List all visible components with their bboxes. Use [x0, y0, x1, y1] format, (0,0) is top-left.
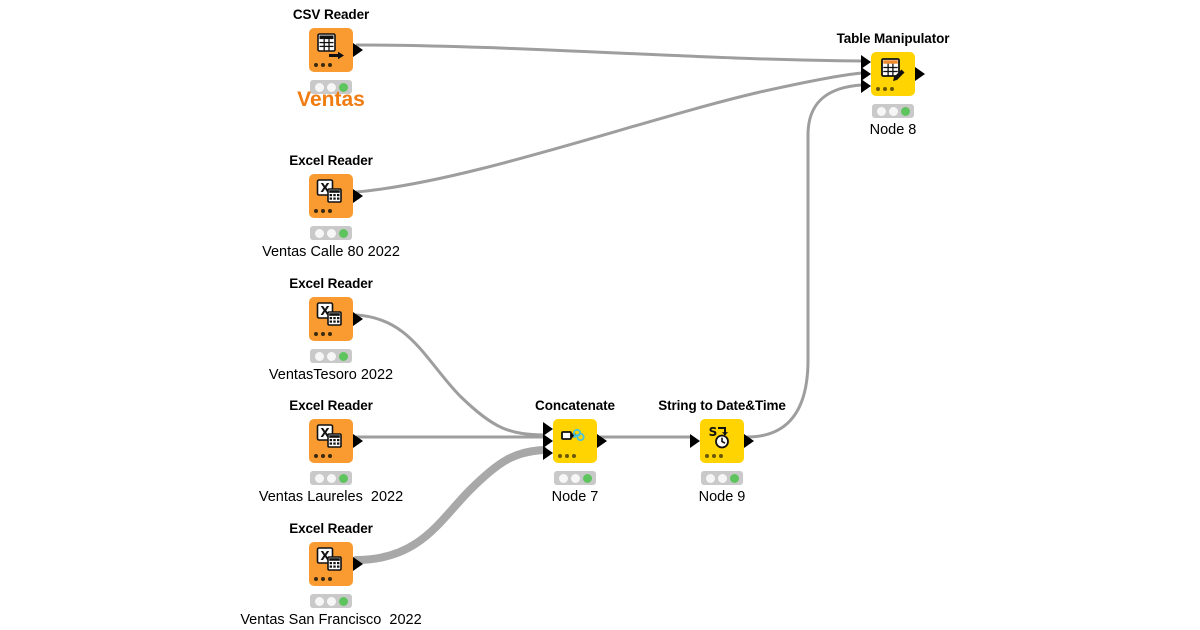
node-name-label: Ventas San Francisco 2022 [240, 612, 422, 628]
status-indicator [872, 104, 914, 118]
output-port-1[interactable] [353, 189, 363, 203]
string-to-datetime-icon: S [709, 425, 729, 449]
output-port-1[interactable] [353, 557, 363, 571]
node-title: Table Manipulator [836, 31, 950, 46]
node-title: CSV Reader [292, 7, 370, 22]
connection-csv-reader-to-table-manipulator [355, 43, 863, 63]
output-port-1[interactable] [597, 434, 607, 448]
node-name-label: VentasTesoro 2022 [268, 367, 394, 383]
node-options-dots [314, 332, 332, 336]
status-indicator [310, 349, 352, 363]
svg-text:X: X [320, 549, 330, 563]
output-port-1[interactable] [915, 67, 925, 81]
node-body[interactable] [871, 52, 915, 96]
node-body[interactable]: X [309, 419, 353, 463]
svg-text:X: X [320, 181, 330, 195]
input-port-3[interactable] [861, 79, 871, 93]
excel-reader-icon: X [316, 424, 342, 448]
status-indicator [310, 471, 352, 485]
status-indicator [310, 226, 352, 240]
excel-reader-icon: X [316, 179, 342, 203]
output-port-1[interactable] [744, 434, 754, 448]
node-options-dots [876, 87, 894, 91]
node-title: Excel Reader [289, 276, 373, 291]
status-indicator [701, 471, 743, 485]
node-title: String to Date&Time [658, 398, 786, 413]
connection-string-to-datetime-to-table-manipulator [746, 83, 863, 439]
status-indicator [554, 471, 596, 485]
status-indicator [310, 80, 352, 94]
node-options-dots [558, 454, 576, 458]
svg-text:X: X [320, 304, 330, 318]
node-name-label: Node 8 [869, 122, 917, 138]
table-manipulator-icon [881, 58, 905, 81]
output-port-1[interactable] [353, 43, 363, 57]
node-body[interactable]: X [309, 297, 353, 341]
node-body[interactable] [553, 419, 597, 463]
node-title: Excel Reader [289, 153, 373, 168]
node-title: Excel Reader [289, 398, 373, 413]
node-body[interactable]: X [309, 174, 353, 218]
node-title: Concatenate [535, 398, 615, 413]
node-name-label: Ventas Laureles 2022 [258, 489, 404, 505]
excel-reader-icon: X [316, 547, 342, 571]
node-name-label: Ventas Calle 80 2022 [262, 244, 400, 260]
node-options-dots [705, 454, 723, 458]
node-options-dots [314, 454, 332, 458]
input-port-2[interactable] [543, 434, 553, 448]
node-annotation-label: Ventas [297, 88, 365, 111]
svg-text:S: S [709, 425, 718, 439]
input-port-1[interactable] [861, 55, 871, 69]
node-body[interactable] [309, 28, 353, 72]
output-port-1[interactable] [353, 312, 363, 326]
node-options-dots [314, 577, 332, 581]
node-options-dots [314, 209, 332, 213]
input-port-3[interactable] [543, 446, 553, 460]
status-indicator [310, 594, 352, 608]
input-port-1[interactable] [543, 422, 553, 436]
input-port-2[interactable] [861, 67, 871, 81]
node-options-dots [314, 63, 332, 67]
node-body[interactable]: S [700, 419, 744, 463]
svg-text:X: X [320, 426, 330, 440]
concatenate-icon [561, 428, 585, 442]
excel-reader-icon: X [316, 302, 342, 326]
output-port-1[interactable] [353, 434, 363, 448]
connection-excel-sanfrancisco-to-concatenate [352, 446, 547, 564]
node-body[interactable]: X [309, 542, 353, 586]
node-name-label: Node 7 [551, 489, 599, 505]
node-title: Excel Reader [289, 521, 373, 536]
connection-excel-calle80-to-table-manipulator [355, 71, 863, 194]
input-port-1[interactable] [690, 434, 700, 448]
node-name-label: Node 9 [698, 489, 746, 505]
csv-reader-icon [317, 33, 344, 60]
